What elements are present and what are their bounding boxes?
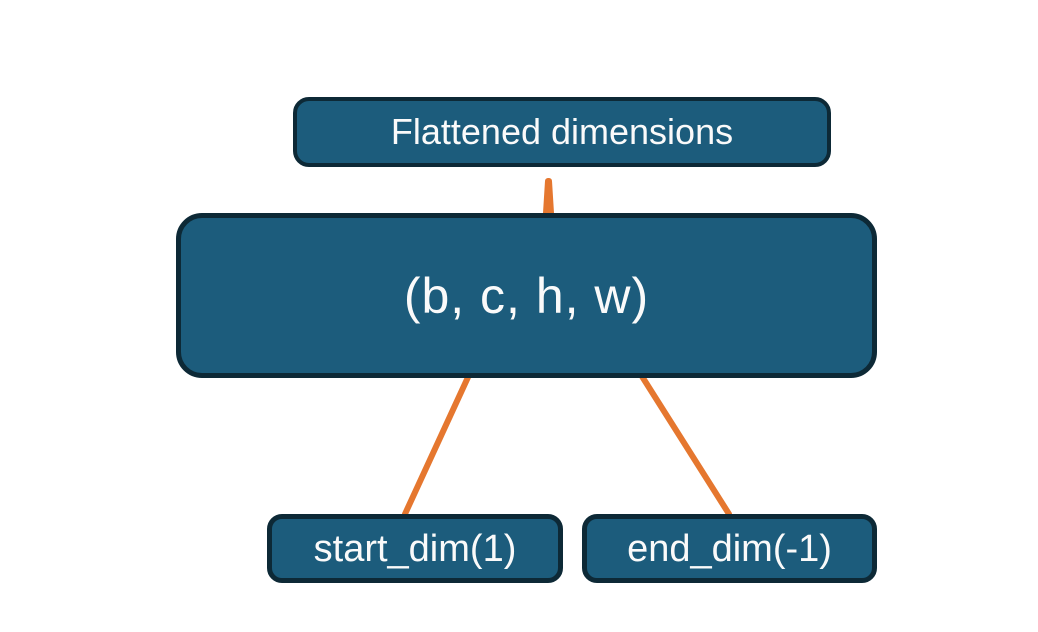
end-dim-box: end_dim(-1) xyxy=(582,514,877,583)
tensor-shape-box: (b, c, h, w) xyxy=(176,213,877,378)
start-dim-box: start_dim(1) xyxy=(267,514,563,583)
start-dim-label: start_dim(1) xyxy=(313,527,517,570)
tensor-shape-label: (b, c, h, w) xyxy=(403,267,650,324)
flattened-dimensions-label: Flattened dimensions xyxy=(390,111,734,152)
end-dim-label: end_dim(-1) xyxy=(627,527,832,570)
flattened-dimensions-box: Flattened dimensions xyxy=(293,97,831,167)
